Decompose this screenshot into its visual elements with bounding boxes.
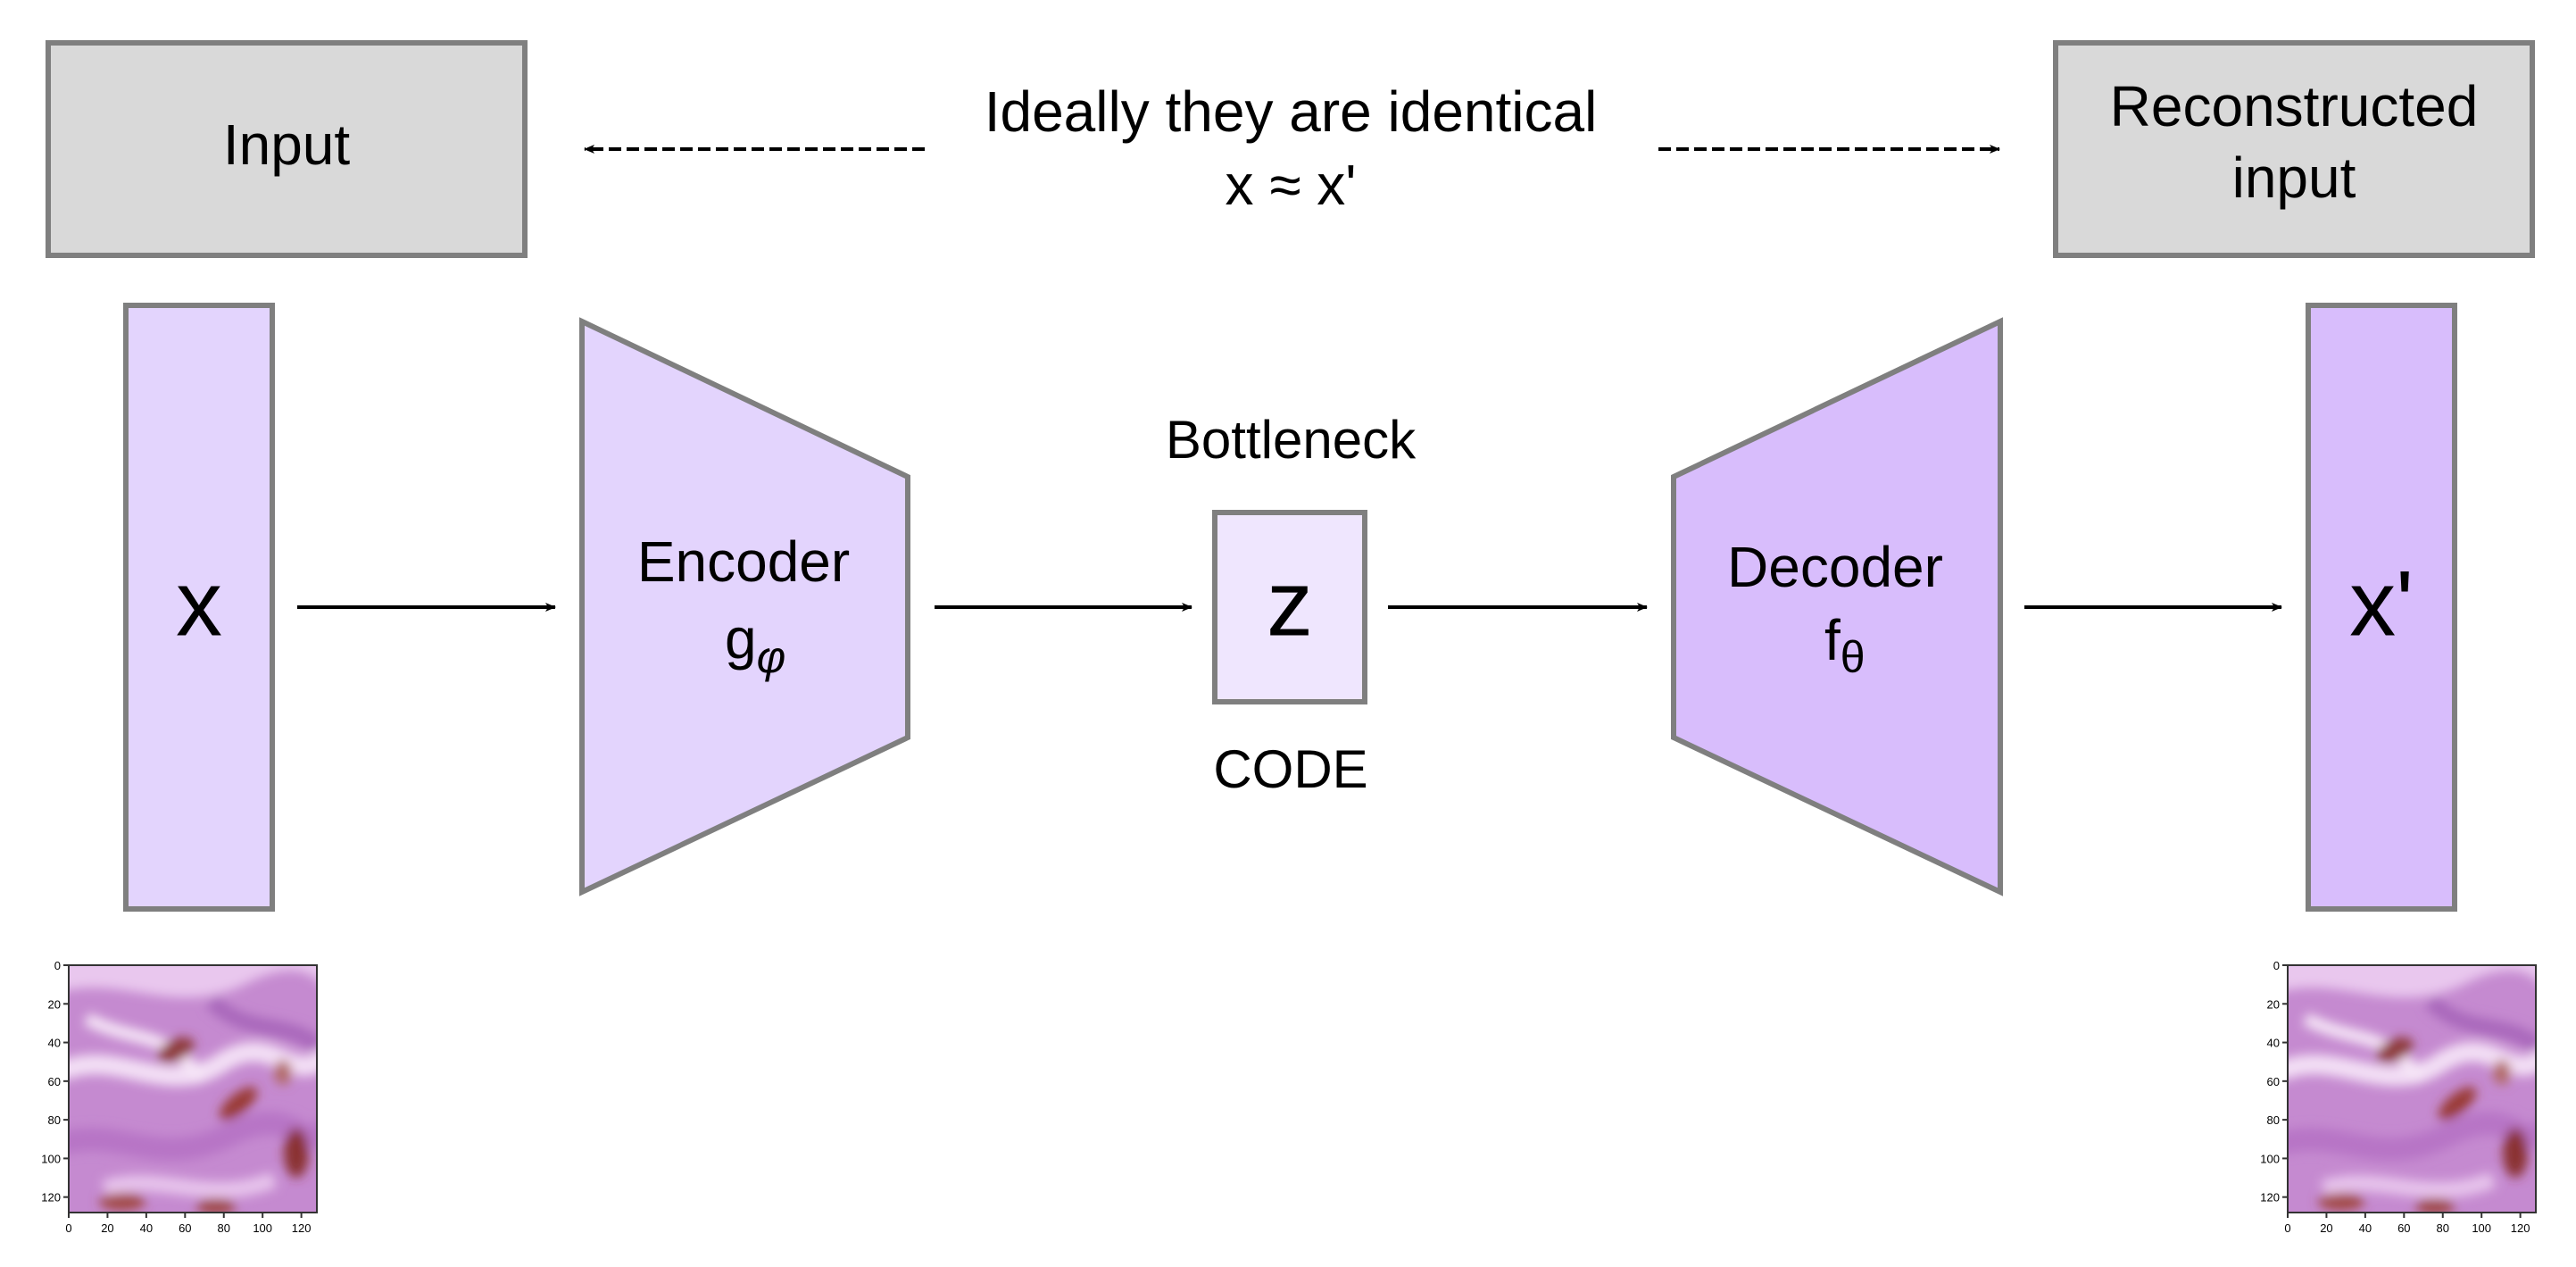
- y-tick-label: 80: [2267, 1113, 2280, 1127]
- y-tick-label: 20: [2267, 997, 2280, 1011]
- y-tick-label: 100: [41, 1152, 61, 1165]
- ideal-caption-line2: x ≈ x': [1226, 153, 1357, 217]
- encoder-subscript: φ: [757, 632, 786, 682]
- svg-text:fθ: fθ: [1824, 608, 1866, 682]
- encoder-function-name: g: [725, 606, 757, 671]
- y-tick-label: 40: [2267, 1037, 2280, 1050]
- x-tick-label: 100: [2472, 1221, 2491, 1235]
- bottleneck-label: Bottleneck: [1166, 410, 1417, 470]
- code-z-box: z: [1212, 510, 1367, 704]
- x-tick-label: 0: [65, 1221, 71, 1235]
- x-prime-label: x': [2349, 552, 2414, 655]
- x-tick-label: 20: [2320, 1221, 2332, 1235]
- x-tick-label: 40: [140, 1221, 153, 1235]
- input-box: Input: [46, 40, 528, 258]
- encoder-label: Encoder: [637, 529, 850, 594]
- y-tick-label: 60: [2267, 1075, 2280, 1088]
- y-tick-label: 0: [2273, 959, 2280, 972]
- y-tick-label: 120: [2260, 1191, 2280, 1204]
- x-tick-label: 0: [2284, 1221, 2290, 1235]
- x-tick-label: 40: [2359, 1221, 2372, 1235]
- y-tick-label: 20: [48, 997, 61, 1011]
- x-tick-label: 100: [253, 1221, 272, 1235]
- x-tick-label: 80: [218, 1221, 230, 1235]
- output-tissue-image: [2279, 956, 2547, 1214]
- y-tick-label: 100: [2260, 1152, 2280, 1165]
- y-tick-label: 40: [48, 1037, 61, 1050]
- decoder-function-name: f: [1824, 608, 1841, 672]
- decoder-subscript: θ: [1841, 632, 1866, 682]
- y-tick-label: 80: [48, 1113, 61, 1127]
- y-tick-label: 60: [48, 1075, 61, 1088]
- y-tick-label: 0: [54, 959, 61, 972]
- ideal-caption-line1: Ideally they are identical: [985, 79, 1598, 144]
- reconstructed-label-line2: input: [2232, 146, 2356, 210]
- code-label: CODE: [1213, 739, 1367, 799]
- input-image-plot: 0 20 40 60 80 100 120 0 20 40 60 80 100 120: [41, 956, 328, 1235]
- input-vector-x: x: [123, 303, 275, 912]
- x-label: x: [176, 552, 222, 655]
- input-tissue-image: [60, 956, 328, 1214]
- x-tick-label: 60: [2397, 1221, 2410, 1235]
- x-tick-label: 60: [179, 1221, 191, 1235]
- output-vector-x-prime: x': [2306, 303, 2457, 912]
- decoder-block: Decoder fθ: [1671, 317, 2003, 896]
- reconstructed-input-box: Reconstructed input: [2053, 40, 2535, 258]
- input-label: Input: [223, 113, 351, 177]
- z-label: z: [1267, 552, 1313, 655]
- svg-text:gφ: gφ: [725, 606, 785, 682]
- y-tick-label: 120: [41, 1191, 61, 1204]
- x-tick-label: 20: [101, 1221, 113, 1235]
- x-tick-label: 120: [292, 1221, 312, 1235]
- x-tick-label: 120: [2511, 1221, 2530, 1235]
- reconstructed-label-line1: Reconstructed: [2110, 74, 2479, 138]
- encoder-block: Encoder gφ: [579, 317, 910, 896]
- decoder-label: Decoder: [1727, 535, 1943, 599]
- x-tick-label: 80: [2437, 1221, 2449, 1235]
- output-image-plot: 0 20 40 60 80 100 120 0 20 40 60 80 100 120: [2260, 956, 2547, 1235]
